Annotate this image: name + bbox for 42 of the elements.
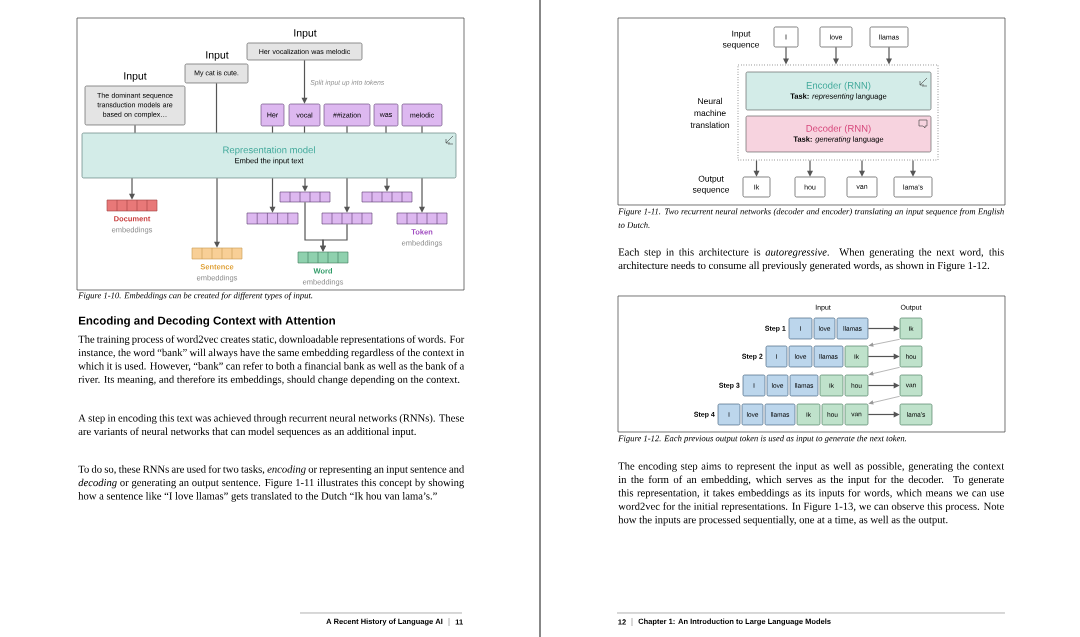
sequence-label: Input sequence xyxy=(722,30,760,50)
arrow xyxy=(301,59,308,104)
figure-caption: Figure 1-11. Two recurrent neural networks (decoder and encoder) translating an input sequence from English to Dutch. xyxy=(618,208,1004,228)
arrow xyxy=(867,353,900,360)
paragraph: A step in encoding this text was achieved through recurrent neural networks (RNNs). These are variants of neural networks that can model sequences as an additional input. xyxy=(78,414,464,438)
arrow xyxy=(419,177,425,213)
frame-heading: Neural machine translation xyxy=(690,97,730,129)
arrow xyxy=(868,366,901,376)
arrow xyxy=(129,177,135,200)
arrow xyxy=(269,177,276,213)
arrow xyxy=(867,382,900,389)
arrow xyxy=(833,46,839,65)
arrow xyxy=(214,177,220,248)
arrow xyxy=(867,411,900,418)
arrow xyxy=(344,177,350,213)
arrow xyxy=(783,46,789,65)
input-heading: Input xyxy=(294,29,317,39)
arrow xyxy=(867,325,900,332)
arrow xyxy=(302,177,308,192)
paragraph: The encoding step aims to represent the input as well as possible, generating the context in the form of an embedding, which serves as the input for the decoder. To generate this representation, it takes embeddings as its inputs for words, which means we can use word2vec for the initial representations. In Figure 1-13, we can observe this process. Note how the inputs are processed sequentially, one at a time, as well as the output. xyxy=(618,462,1005,526)
arrow xyxy=(807,159,813,177)
embedding-bar xyxy=(246,212,299,225)
sequence-label: Output sequence xyxy=(692,175,730,195)
arrow xyxy=(859,159,865,177)
paragraph: The training process of word2vec creates static, downloadable representations of words. For instance, the word “bank” will always have the same embedding regardless of the context in which it is used. However, “bank” can refer to both a financial bank as well as the bank of a river. Its meaning, and therefore its embeddings, should change depending on the context. xyxy=(78,335,465,386)
arrow xyxy=(886,46,892,65)
paragraph: Each step in this architecture is autoregressive. When generating the next word, this architecture needs to consume all previously generated words, as shown in Figure 1-12. xyxy=(618,248,1004,272)
arrow xyxy=(320,223,348,252)
paragraph: To do so, these RNNs are used for two tasks, encoding or representing an input sentence and decoding or generating an output sentence. Figure 1-11 illustrates this concept by showing how a sentence like “I love llamas” gets translated to the Dutch “Ik hou van lama’s.” xyxy=(78,465,465,502)
embedding-bar xyxy=(361,191,413,203)
figure-caption: Figure 1-12. Each previous output token is used as input to generate the next token. xyxy=(618,435,907,443)
arrow xyxy=(384,177,390,192)
embedding-bar xyxy=(321,212,373,225)
input-heading: Input xyxy=(206,51,229,61)
arrow xyxy=(868,338,901,347)
embedding-bar xyxy=(279,191,331,203)
input-heading: Input xyxy=(124,72,147,82)
arrow xyxy=(868,395,901,405)
figure-caption: Figure 1-10. Embeddings can be created for different types of input. xyxy=(78,292,313,301)
arrow xyxy=(753,159,760,177)
arrow xyxy=(910,159,916,177)
section-heading: Encoding and Decoding Context with Attention xyxy=(79,316,335,327)
